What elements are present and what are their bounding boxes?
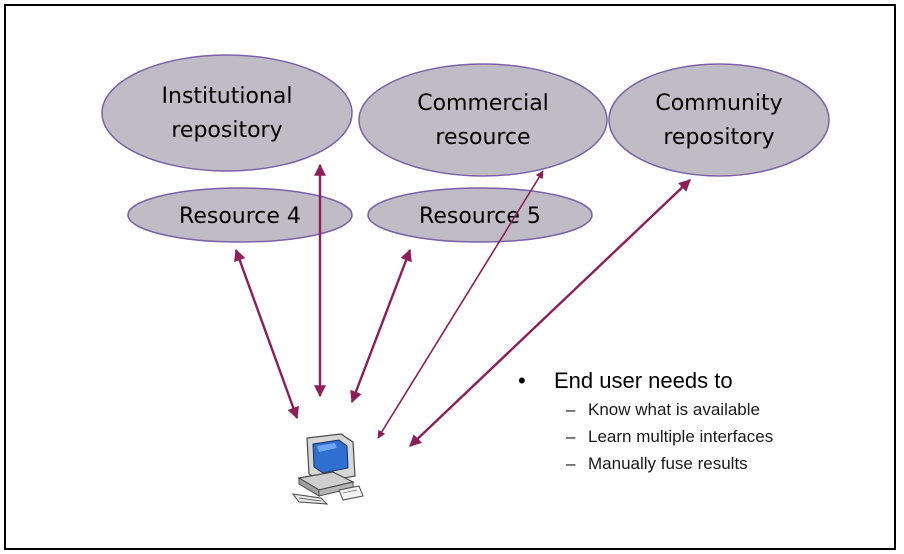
dash-symbol: – [566,400,576,419]
node-label-line: repository [171,118,282,143]
list-item: –Manually fuse results [518,450,773,477]
needs-heading: • End user needs to [518,366,773,396]
list-item: –Know what is available [518,396,773,423]
dash-symbol: – [566,454,576,473]
list-item: –Learn multiple interfaces [518,423,773,450]
node-label-line: resource [435,125,530,150]
needs-heading-text: End user needs to [554,368,733,393]
node-label-line: Community [655,91,782,116]
node-label-line: Institutional [162,84,293,109]
list-item-text: Learn multiple interfaces [588,427,774,446]
dash-symbol: – [566,427,576,446]
list-item-text: Manually fuse results [588,454,748,473]
node-resource-5: Resource 5 [367,187,593,243]
needs-sub-list: –Know what is available –Learn multiple … [518,396,773,477]
list-item-text: Know what is available [588,400,760,419]
needs-list: •End user needs to –Know what is availab… [518,366,773,477]
node-label-line: Commercial [417,91,549,116]
arrow-user-community [409,179,691,447]
node-community-repository: Community repository [608,63,830,177]
node-label-line: Resource 4 [179,204,301,229]
arrow-user-resource4 [234,248,299,420]
slide-frame [4,4,896,550]
node-commercial-resource: Commercial resource [358,63,608,177]
bullet-symbol: • [518,368,526,393]
arrow-user-resource5 [350,248,412,404]
node-label-line: repository [663,125,774,150]
node-resource-4: Resource 4 [127,187,353,243]
node-label-line: Resource 5 [419,204,541,229]
computer-user-icon [291,433,364,505]
node-institutional-repository: Institutional repository [101,54,353,172]
